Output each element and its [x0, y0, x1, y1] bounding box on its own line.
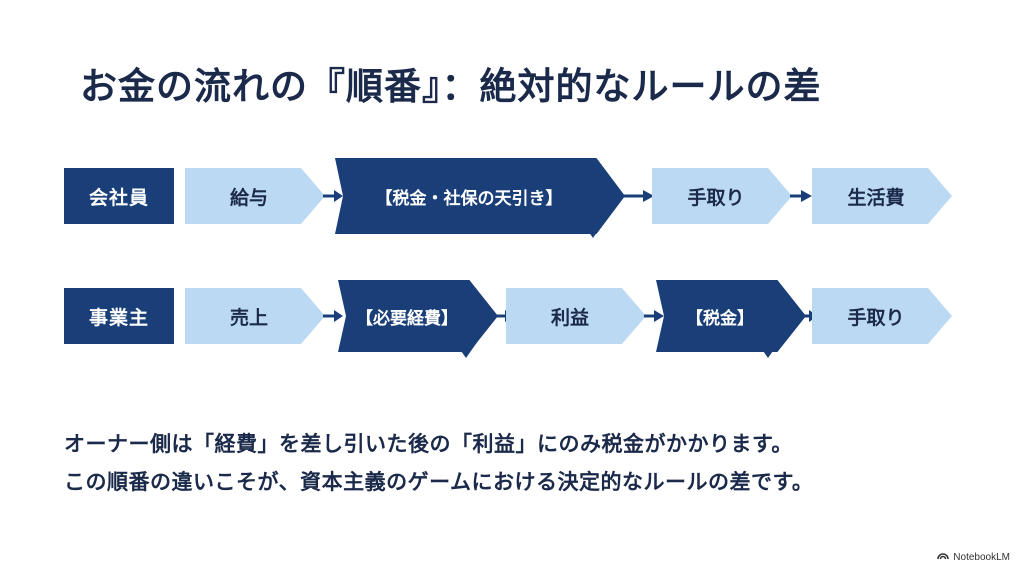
step-salary: 給与 [185, 168, 325, 224]
step-tax-deduction: 【税金・社保の天引き】 [335, 158, 625, 234]
connector-arrow [323, 308, 343, 324]
brand-watermark: NotebookLM [937, 551, 1010, 563]
connector-arrow [644, 308, 664, 324]
step-sales: 売上 [185, 288, 325, 344]
step-label: 【税金・社保の天引き】 [375, 188, 563, 209]
step-label: 【必要経費】 [356, 308, 458, 329]
row-label-business-owner: 事業主 [64, 288, 174, 344]
down-arrow-icon [754, 338, 782, 364]
step-label: 手取り [687, 186, 745, 209]
footer-line-2: この順番の違いこそが、資本主義のゲームにおける決定的なルールの差です。 [64, 470, 814, 494]
row-label-employee: 会社員 [64, 168, 174, 224]
connector-arrow [323, 188, 343, 204]
page-title: お金の流れの『順番』：絶対的なルールの差 [80, 65, 822, 108]
step-take-home: 手取り [652, 168, 792, 224]
step-label: 生活費 [847, 186, 905, 209]
step-label: 給与 [229, 186, 268, 209]
down-arrow-icon [578, 216, 608, 244]
step-label: 【税金】 [686, 308, 754, 329]
step-living-expenses: 生活費 [812, 168, 952, 224]
step-profit: 利益 [506, 288, 646, 344]
step-label: 手取り [847, 306, 905, 329]
footer-line-1: オーナー側は「経費」を差し引いた後の「利益」にのみ税金がかかります。 [64, 432, 793, 456]
step-tax: 【税金】 [656, 280, 806, 352]
step-label: 売上 [229, 306, 268, 329]
flow-row-business-owner: 事業主 売上 【必要経費】 利益 【税金】 [0, 288, 1024, 368]
brand-label: NotebookLM [953, 551, 1010, 563]
notebooklm-logo-icon [937, 551, 950, 563]
down-arrow-icon [452, 338, 480, 364]
flow-row-employee: 会社員 給与 【税金・社保の天引き】 手取り 生活費 [0, 168, 1024, 248]
step-label: 利益 [550, 306, 589, 329]
connector-arrow [790, 188, 812, 204]
connector-arrow [622, 188, 654, 204]
step-take-home: 手取り [812, 288, 952, 344]
